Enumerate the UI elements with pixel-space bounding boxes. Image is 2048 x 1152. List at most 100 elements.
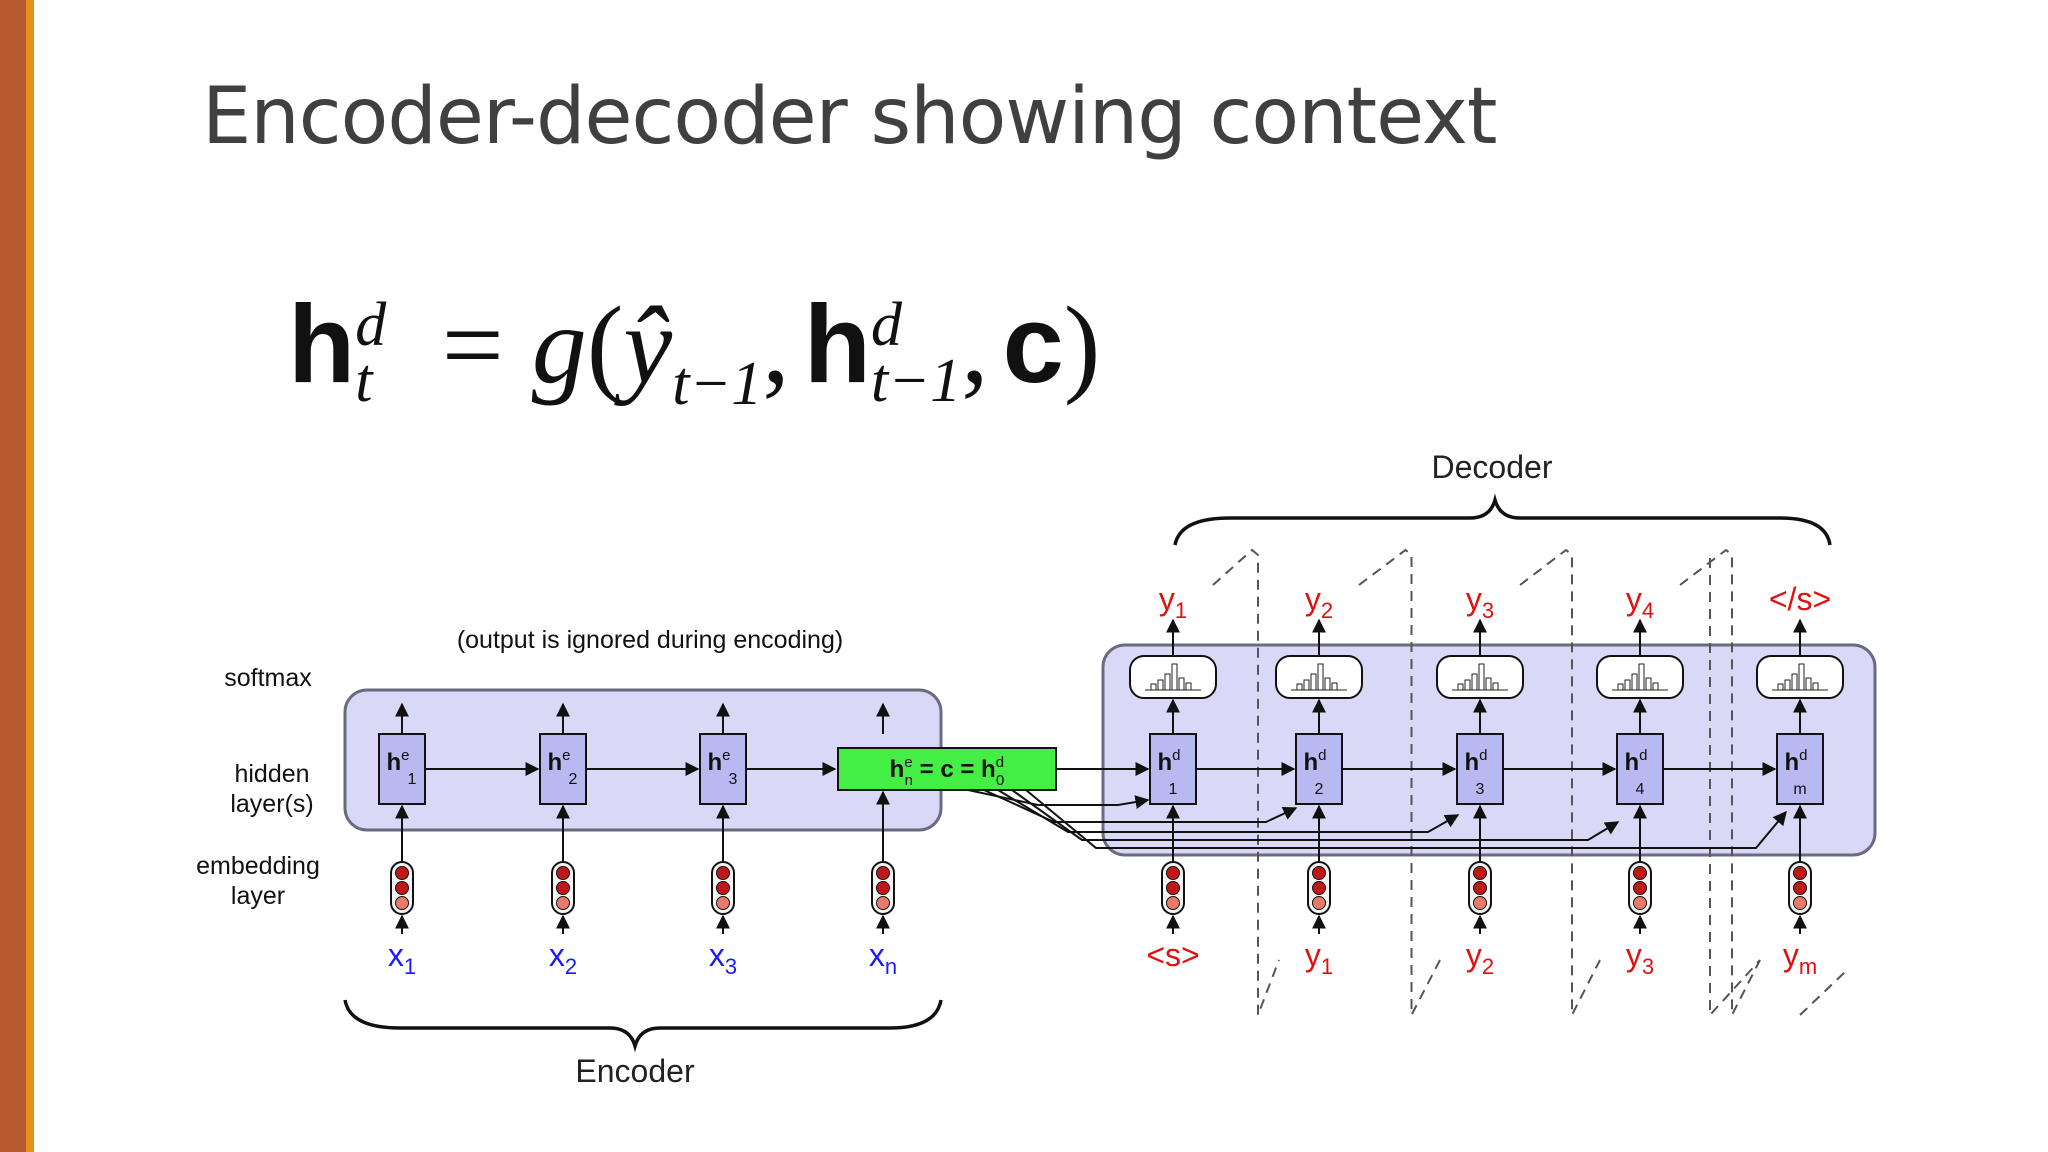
encoder-embedding (871, 861, 895, 915)
decoder-embedding (1161, 861, 1185, 915)
encoder-input-token: xn (869, 937, 897, 979)
decoder-input-token: y2 (1466, 937, 1494, 979)
softmax-box (1436, 655, 1524, 699)
embedding-unit (1793, 896, 1807, 910)
softmax-box (1596, 655, 1684, 699)
hidden-cell-label: hd (1464, 747, 1487, 776)
encoder-embedding (390, 861, 414, 915)
context-fanout-line (1011, 789, 1620, 841)
embedding-unit (1166, 881, 1180, 895)
embedding-unit (556, 866, 570, 880)
ignored-output-note: (output is ignored during encoding) (457, 626, 843, 654)
softmax-box (1275, 655, 1363, 699)
decoder-output-token: y3 (1466, 581, 1494, 623)
decoder-cell-sub: m (1793, 781, 1806, 798)
eq-comma-1: , (762, 284, 790, 406)
embedding-unit (716, 866, 730, 880)
eq-h2-sup: d (871, 290, 902, 359)
decoder-output-token: </s> (1769, 581, 1831, 617)
eq-comma-2: , (961, 284, 989, 406)
embedding-unit (1473, 866, 1487, 880)
encoder-hidden-cell: he3 (699, 733, 747, 805)
decoder-label: Decoder (1432, 449, 1553, 485)
encoder-hidden-cell: he2 (539, 733, 587, 805)
hidden-cell-box (539, 733, 587, 805)
decoder-cell-sub: 4 (1636, 781, 1645, 798)
softmax-box (1129, 655, 1217, 699)
feedback-dashed-path (1358, 548, 1441, 1016)
decoder-input-token: y3 (1626, 937, 1654, 979)
decoder-cell-sub: 2 (1315, 781, 1324, 798)
softmax-distribution (1129, 655, 1217, 699)
embedding-unit (1312, 881, 1326, 895)
decoder-output-token: y1 (1159, 581, 1187, 623)
embedding-unit (876, 896, 890, 910)
feedback-dashed-path (1212, 548, 1280, 1016)
context-fanout-line (983, 789, 1298, 823)
hidden-cell-label: hd (1157, 747, 1180, 776)
embedding-unit (395, 896, 409, 910)
embedding-unit (1473, 881, 1487, 895)
feedback-dashed-lines (1212, 548, 1846, 1018)
embedding-unit (556, 881, 570, 895)
decoder-input-token: y1 (1305, 937, 1333, 979)
decoder-embedding (1468, 861, 1492, 915)
eq-func: g (531, 284, 587, 406)
eq-equals: = (441, 284, 504, 406)
context-fanout-line (997, 789, 1460, 833)
decoder-input-token: <s> (1146, 937, 1199, 973)
decoder-embedding (1307, 861, 1331, 915)
encoder-input-token: x3 (709, 937, 737, 979)
eq-lhs-sub: t (355, 346, 373, 415)
embedding-unit (716, 896, 730, 910)
encoder-embedding (711, 861, 735, 915)
softmax-distribution (1756, 655, 1844, 699)
encoder-input-token: x2 (549, 937, 577, 979)
hidden-cell-box (1295, 733, 1343, 805)
embedding-unit (876, 881, 890, 895)
embedding-unit (1166, 866, 1180, 880)
feedback-dashed-tail (1799, 971, 1846, 1016)
decoder-hidden-cell: hd3 (1456, 733, 1504, 805)
encoder-embedding (551, 861, 575, 915)
hidden-cell-label: he (707, 747, 730, 776)
softmax-distribution (1596, 655, 1684, 699)
hidden-cell-box (378, 733, 426, 805)
encoder-cell-sub: 3 (729, 771, 738, 788)
decoder-output-token: y2 (1305, 581, 1333, 623)
hidden-cell-box (1776, 733, 1824, 805)
softmax-box (1756, 655, 1844, 699)
decoder-output-token: y4 (1626, 581, 1654, 623)
feedback-dashed-path (1519, 548, 1601, 1016)
embedding-unit (1473, 896, 1487, 910)
encoder-hidden-cell: he1 (378, 733, 426, 805)
embedding-unit (1166, 896, 1180, 910)
row-label-embedding-2: layer (231, 882, 285, 910)
embedding-unit (1633, 881, 1647, 895)
slide-title: Encoder-decoder showing context (202, 72, 1498, 162)
context-fanout-lines (967, 789, 1787, 849)
eq-lhs-sup: d (355, 290, 387, 359)
embedding-unit (1312, 866, 1326, 880)
decoder-embedding (1628, 861, 1652, 915)
context-fanout-line (967, 789, 1150, 809)
eq-h2-symbol: h (803, 283, 871, 406)
row-label-hidden-2: layer(s) (230, 790, 313, 818)
softmax-distribution (1436, 655, 1524, 699)
embedding-unit (1633, 866, 1647, 880)
embedding-unit (395, 881, 409, 895)
hidden-cell-box (1149, 733, 1197, 805)
encoder-cell-sub: 2 (569, 771, 578, 788)
embedding-unit (1633, 896, 1647, 910)
eq-yhat: ŷ (623, 284, 673, 406)
context-fanout-line (1025, 789, 1787, 849)
encoder-brace (343, 999, 943, 1053)
context-vector-box (837, 747, 1057, 791)
embedding-unit (876, 866, 890, 880)
encoder-cell-sub: 1 (408, 771, 417, 788)
decoder-hidden-cell: hdm (1776, 733, 1824, 805)
